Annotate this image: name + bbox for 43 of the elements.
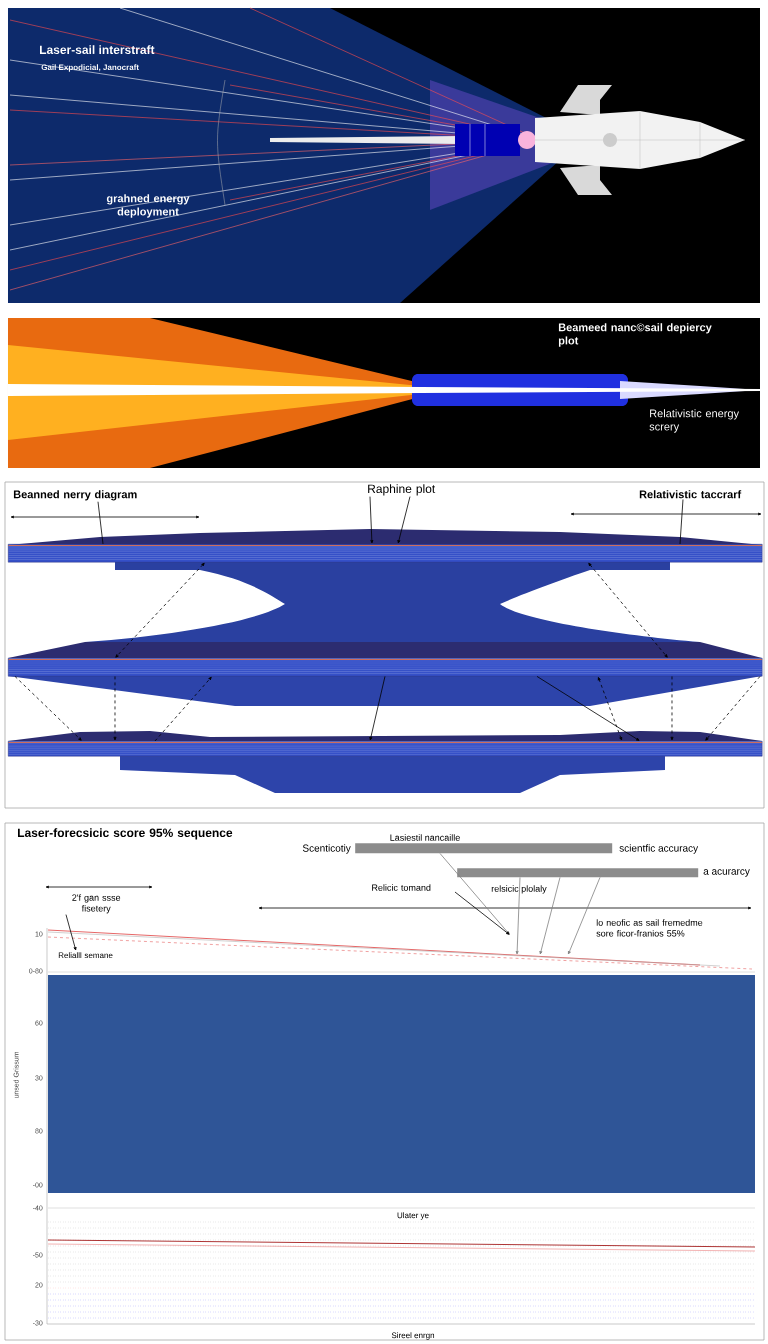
- arrow: [588, 562, 668, 658]
- arrow: [705, 676, 761, 741]
- arrow: [14, 676, 82, 741]
- arrow: [536, 676, 640, 741]
- subtitle-text: Gail Expodicial, Janocraft: [41, 64, 139, 72]
- chart-label: Ulater ye: [397, 1212, 429, 1220]
- arrow: [154, 676, 212, 742]
- annotation-text: Relativistic taccrarf: [639, 490, 742, 499]
- leader-line: [439, 853, 510, 935]
- leader-line: [397, 496, 411, 544]
- annotation-text: grahned energy deployment: [106, 194, 190, 218]
- leader-line: [454, 891, 510, 935]
- arrow: [369, 676, 386, 741]
- annotation-text: scientfic accuracy: [619, 844, 699, 854]
- annotation-text: 2'f gan ssse fisetery: [72, 894, 121, 914]
- leader-line: [515, 877, 521, 955]
- arrow: [597, 677, 623, 741]
- leader-line: [539, 877, 561, 955]
- title-text: Laser-sail interstraft: [40, 45, 155, 54]
- sail-layer: [8, 741, 763, 757]
- chart-title: Laser-forecsicic score 95% sequence: [18, 828, 233, 840]
- arrow: [113, 676, 117, 741]
- annotation-text: Relicic tomand: [372, 884, 431, 891]
- annotation-text: Scenticotiy: [302, 844, 351, 854]
- annotation-text: Relativistic energy screry: [649, 409, 739, 433]
- arrow: [670, 676, 674, 741]
- annotation-text: Beanned nerry diagram: [13, 490, 137, 501]
- annotation-text: lo neofic as sail fremedme sore ficor-franios 55%: [596, 919, 703, 937]
- annotation-text: a acurarcy: [703, 869, 750, 877]
- annotation-text: Raphine plot: [368, 484, 436, 496]
- leader-line: [568, 877, 601, 955]
- sail-layer: [8, 658, 763, 677]
- arrow: [115, 562, 205, 658]
- axis-title: Sireel enrgn: [391, 1332, 435, 1340]
- annotation-text: Beameed nanc©sail depiercy plot: [558, 323, 712, 347]
- bar-label: Lasiestil nancaille: [390, 834, 460, 841]
- annotation-text: Relialll semane: [58, 952, 113, 959]
- sail-layer: [8, 544, 763, 563]
- leader-line: [369, 496, 374, 544]
- leader-line: [97, 501, 104, 545]
- leader-line: [65, 914, 77, 951]
- annotation-text: relsicic plolaly: [491, 885, 547, 894]
- leader-line: [679, 499, 684, 545]
